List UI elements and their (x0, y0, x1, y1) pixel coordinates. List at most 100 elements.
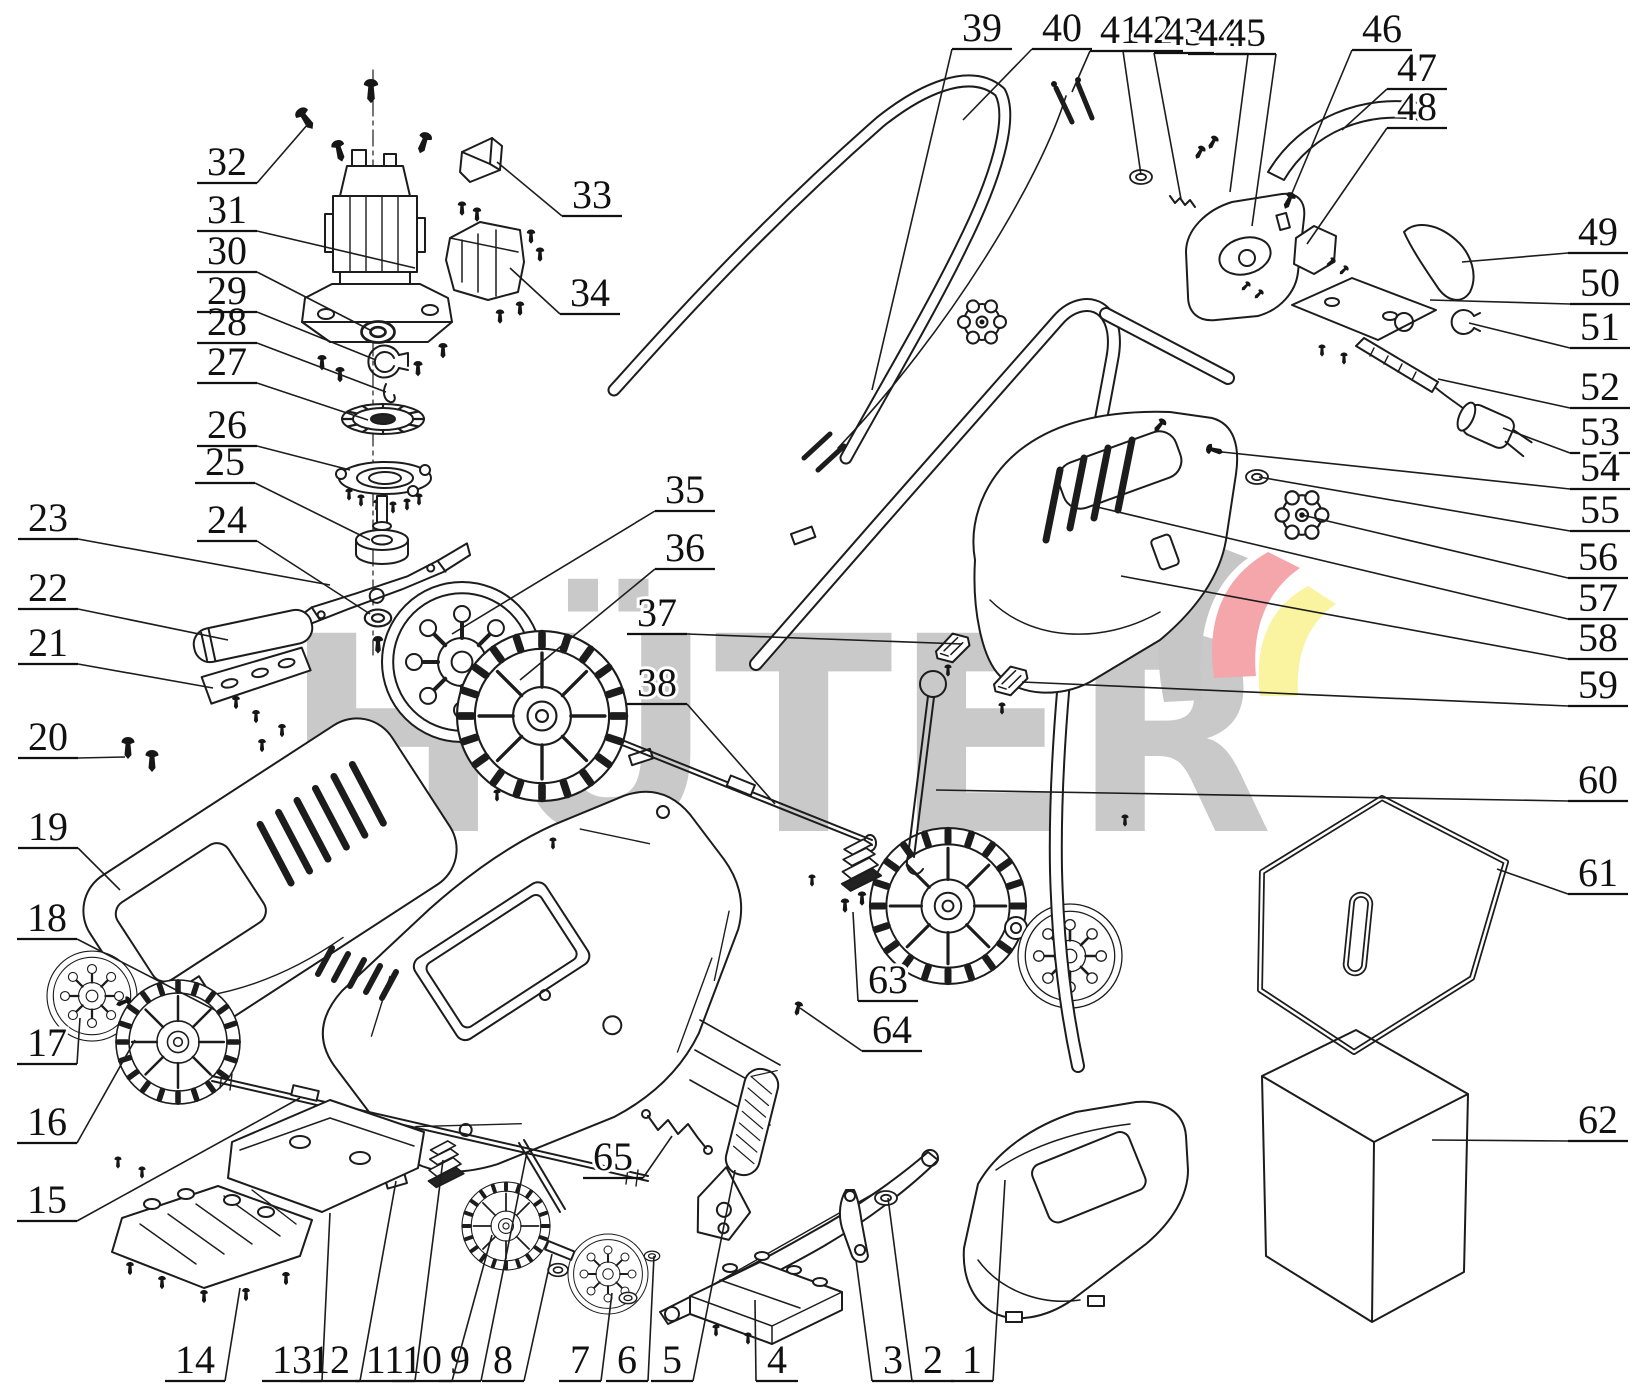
callout-32: 32 (197, 123, 309, 187)
leader-line (256, 342, 387, 393)
handle-washer (1245, 469, 1269, 485)
part-number: 27 (207, 339, 247, 384)
callout-42: 42 (1122, 4, 1183, 176)
packing-box (1261, 1029, 1469, 1323)
leader-line (887, 1197, 913, 1382)
callout-62: 62 (1431, 1094, 1628, 1145)
leader-line (1289, 49, 1353, 199)
part-number: 40 (1042, 5, 1082, 50)
callout-12: 12 (300, 1180, 397, 1385)
power-cord-plug (1435, 387, 1533, 458)
leader-line (523, 1253, 553, 1382)
rear-cover (962, 1100, 1189, 1323)
leader-line (1431, 1139, 1569, 1142)
leader-line (600, 1292, 613, 1382)
leader-line (496, 161, 563, 217)
leader-line (1092, 505, 1569, 620)
part-number: 32 (207, 139, 247, 184)
part-number: 7 (570, 1337, 590, 1382)
callout-57: 57 (1092, 505, 1628, 623)
leader-line (799, 1007, 863, 1052)
part-number: 38 (637, 660, 677, 705)
leader-line (1071, 50, 1091, 93)
part-number: 19 (28, 804, 68, 849)
part-number: 21 (28, 620, 68, 665)
leader-line (359, 1180, 397, 1382)
leader-line (1122, 50, 1142, 176)
c-ring (1450, 309, 1481, 335)
leader-line (686, 633, 963, 645)
callout-50: 50 (1429, 257, 1630, 308)
callout-39: 39 (871, 2, 1012, 391)
leader-line (256, 271, 371, 331)
callout-15: 15 (17, 1097, 301, 1225)
callout-17: 17 (17, 1017, 81, 1068)
part-number: 18 (27, 895, 67, 940)
callout-47: 47 (1341, 42, 1447, 131)
callout-13: 13 (262, 1212, 331, 1385)
callout-64: 64 (799, 1004, 922, 1055)
part-number: 64 (872, 1007, 912, 1052)
blade-holder-plate (200, 646, 312, 753)
part-number: 8 (493, 1337, 513, 1382)
leader-line (852, 911, 859, 1002)
callout-56: 56 (1301, 514, 1628, 582)
callout-52: 52 (1437, 361, 1630, 412)
front-bumper (192, 608, 314, 664)
callout-59: 59 (1021, 659, 1628, 710)
part-number: 16 (27, 1099, 67, 1144)
leader-line (1502, 427, 1571, 454)
leader-line (451, 1234, 493, 1382)
leader-line (256, 540, 371, 615)
callout-33: 33 (496, 161, 622, 220)
part-number: 46 (1362, 6, 1402, 51)
grass-bag-frame (1257, 795, 1509, 1055)
callout-20: 20 (18, 711, 126, 762)
part-number: 60 (1578, 757, 1618, 802)
leader-line (992, 1179, 1006, 1382)
callout-61: 61 (1496, 847, 1628, 898)
part-number: 49 (1578, 209, 1618, 254)
part-number: 2 (923, 1337, 943, 1382)
callout-19: 19 (18, 801, 121, 891)
part-number: 65 (593, 1134, 633, 1179)
part-number: 56 (1578, 534, 1618, 579)
callout-5: 5 (651, 1169, 736, 1385)
part-number: 62 (1578, 1097, 1618, 1142)
under-plate (227, 1099, 425, 1213)
leader-line (1468, 322, 1571, 349)
part-number: 51 (1580, 304, 1620, 349)
callout-22: 22 (18, 562, 229, 641)
rear-axle (621, 739, 884, 893)
part-number: 12 (310, 1337, 350, 1382)
part-number: 44 (1198, 10, 1238, 55)
part-number: 45 (1226, 10, 1266, 55)
part-number: 53 (1580, 409, 1620, 454)
callout-41: 41 (1071, 4, 1150, 93)
callout-6: 6 (606, 1255, 655, 1385)
leader-line (509, 267, 561, 315)
callout-34: 34 (509, 267, 620, 318)
leader-line (77, 608, 229, 641)
callout-40: 40 (962, 2, 1092, 121)
callout-44: 44 (1188, 7, 1249, 193)
wheel-small-spoke (566, 1232, 650, 1316)
callout-2: 2 (887, 1197, 954, 1385)
leader-line (1429, 299, 1571, 305)
part-number: 58 (1578, 615, 1618, 660)
callout-26: 26 (197, 399, 351, 471)
leader-line (256, 445, 351, 471)
leader-line (1153, 52, 1182, 200)
leader-line (519, 568, 656, 681)
callout-10: 10 (392, 1234, 493, 1385)
leader-line (1306, 127, 1388, 245)
motor-assembly (282, 69, 472, 656)
callout-1: 1 (951, 1179, 1006, 1385)
motor-top-cover (972, 410, 1239, 694)
front-bracket (689, 1251, 843, 1346)
callout-38: 38 (627, 657, 776, 805)
part-number: 33 (572, 172, 612, 217)
pivot-link (838, 1189, 869, 1263)
bearing-flange (335, 461, 432, 497)
motor-cover-left (82, 717, 458, 1043)
